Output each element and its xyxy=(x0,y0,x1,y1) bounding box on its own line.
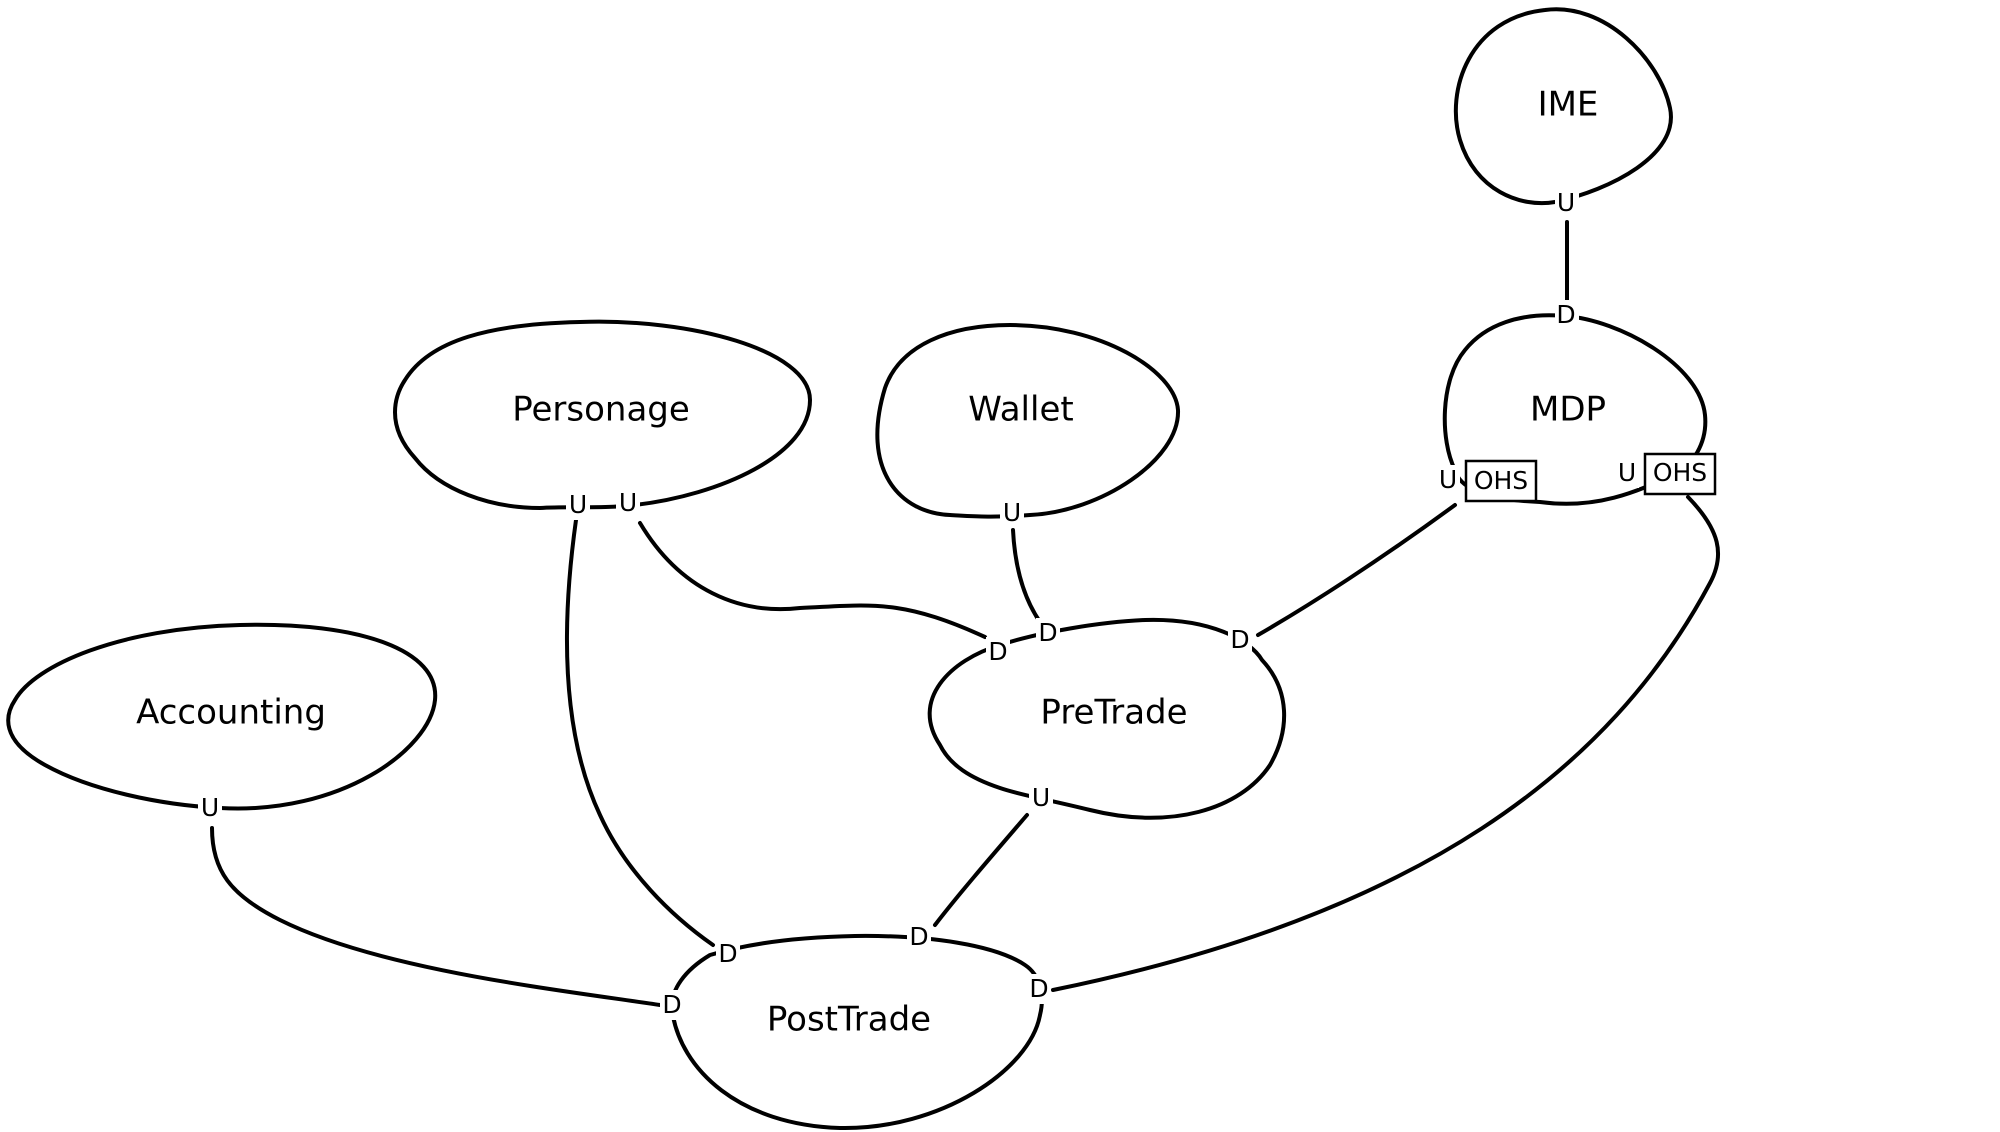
edge-accounting-to-posttrade xyxy=(210,826,662,1007)
svg-text:U: U xyxy=(569,490,587,519)
edge-personage-to-pretrade xyxy=(638,521,987,639)
edge-personage-to-posttrade xyxy=(564,518,715,947)
svg-text:OHS: OHS xyxy=(1474,466,1528,495)
svg-text:D: D xyxy=(1038,618,1057,647)
port-posttrade-downstream-pretrade: D xyxy=(907,922,931,952)
ime-context-shape[interactable] xyxy=(1453,7,1673,205)
personage-label: Personage xyxy=(512,390,690,430)
svg-text:U: U xyxy=(1439,465,1457,494)
svg-text:D: D xyxy=(662,990,681,1019)
port-posttrade-downstream-personage: D xyxy=(716,939,740,969)
port-personage-upstream-1: U xyxy=(566,490,590,520)
accounting-context-shape[interactable] xyxy=(6,622,438,811)
port-wallet-upstream: U xyxy=(1000,498,1024,528)
svg-text:U: U xyxy=(201,793,219,822)
svg-text:D: D xyxy=(1556,300,1575,329)
port-posttrade-downstream-accounting: D xyxy=(660,990,684,1020)
edge-mdp-to-pretrade xyxy=(1256,503,1457,637)
port-pretrade-upstream: U xyxy=(1029,783,1053,813)
wallet-context-shape[interactable] xyxy=(875,323,1181,519)
ohs-badge-left: OHS xyxy=(1464,459,1538,503)
edge-wallet-to-pretrade xyxy=(1011,528,1042,624)
port-mdp-upstream-right: U xyxy=(1615,458,1639,488)
svg-text:D: D xyxy=(1230,625,1249,654)
port-ime-upstream: U xyxy=(1555,188,1579,218)
posttrade-label: PostTrade xyxy=(767,1000,931,1040)
port-mdp-upstream-left: U xyxy=(1436,465,1460,495)
pretrade-label: PreTrade xyxy=(1040,693,1187,733)
svg-text:D: D xyxy=(1029,974,1048,1003)
port-pretrade-downstream-wallet: D xyxy=(1036,618,1060,648)
svg-text:U: U xyxy=(1557,188,1575,217)
accounting-label: Accounting xyxy=(136,693,326,733)
port-posttrade-downstream-mdp: D xyxy=(1027,974,1051,1004)
port-pretrade-downstream-mdp: D xyxy=(1228,625,1252,655)
posttrade-context-shape[interactable] xyxy=(669,933,1044,1131)
mdp-label: MDP xyxy=(1530,390,1606,430)
edge-pretrade-to-posttrade xyxy=(933,813,1029,927)
ime-label: IME xyxy=(1538,85,1599,125)
svg-text:D: D xyxy=(988,637,1007,666)
port-personage-upstream-2: U xyxy=(616,488,640,518)
svg-text:U: U xyxy=(1032,783,1050,812)
svg-text:U: U xyxy=(1618,458,1636,487)
svg-text:U: U xyxy=(619,488,637,517)
wallet-label: Wallet xyxy=(968,390,1073,430)
svg-text:OHS: OHS xyxy=(1653,458,1707,487)
edge-mdp-to-posttrade xyxy=(1051,495,1721,992)
ohs-badge-right: OHS xyxy=(1643,452,1717,496)
svg-text:D: D xyxy=(718,939,737,968)
port-accounting-upstream: U xyxy=(198,793,222,823)
mdp-context-shape[interactable] xyxy=(1442,313,1708,506)
svg-text:U: U xyxy=(1003,498,1021,527)
port-pretrade-downstream-personage: D xyxy=(986,637,1010,667)
personage-context-shape[interactable] xyxy=(393,319,812,510)
port-mdp-downstream: D xyxy=(1555,300,1579,330)
svg-text:D: D xyxy=(909,922,928,951)
